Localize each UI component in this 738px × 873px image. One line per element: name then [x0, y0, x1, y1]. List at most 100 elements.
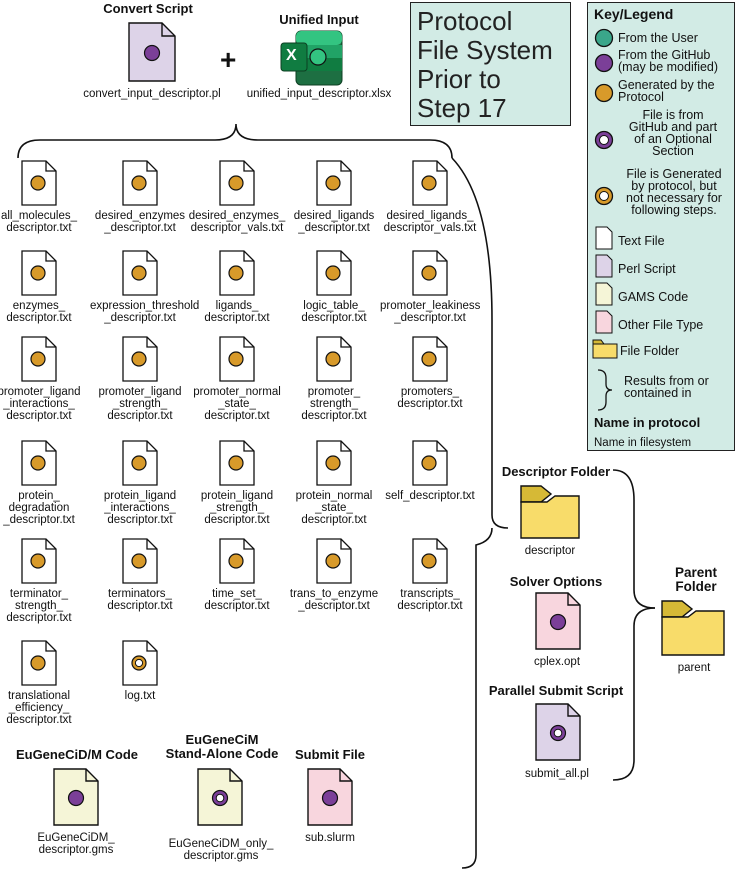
text-file-icon — [412, 160, 448, 206]
descriptor-file[interactable] — [122, 440, 158, 491]
descriptor-file[interactable] — [316, 336, 352, 387]
descriptor-filename: ligands_ descriptor.txt — [204, 300, 270, 324]
descriptor-filename: protein_ligand _interactions_ descriptor… — [103, 490, 177, 526]
descriptor-file[interactable] — [122, 250, 158, 301]
text-file-icon — [412, 538, 448, 584]
descriptor-file[interactable] — [122, 538, 158, 589]
descriptor-file[interactable] — [21, 160, 57, 211]
other-file-icon — [595, 310, 613, 334]
purple-ring-icon — [594, 130, 614, 150]
eugenecim-file[interactable] — [197, 768, 243, 831]
text-file-icon — [122, 336, 158, 382]
submit-file[interactable] — [307, 768, 353, 831]
parallel-submit-file[interactable] — [535, 703, 581, 766]
gams-file-icon — [53, 768, 99, 826]
descriptor-file[interactable] — [412, 440, 448, 491]
gams-code-icon — [595, 282, 613, 306]
unified-input-filename: unified_input_descriptor.xlsx — [246, 88, 392, 100]
other-file-icon — [535, 592, 581, 650]
descriptor-file[interactable] — [122, 160, 158, 211]
descriptor-filename: promoter_ strength_ descriptor.txt — [301, 386, 367, 422]
descriptor-file[interactable] — [316, 538, 352, 589]
parent-folder-header: Parent Folder — [674, 565, 718, 594]
eugenecid-header: EuGeneCiD/M Code — [15, 747, 139, 762]
legend-text-file: Text File — [618, 234, 665, 248]
descriptor-filename: trans_to_enzyme _descriptor.txt — [289, 588, 379, 612]
descriptor-filename: terminator_ strength_ descriptor.txt — [6, 588, 72, 624]
descriptor-file[interactable] — [412, 250, 448, 301]
parent-folder[interactable] — [660, 597, 726, 662]
descriptor-file[interactable] — [219, 250, 255, 301]
text-file-icon — [219, 440, 255, 486]
solver-options-file[interactable] — [535, 592, 581, 655]
legend-file-folder: File Folder — [620, 344, 680, 358]
text-file-icon — [219, 250, 255, 296]
convert-script-file[interactable] — [128, 22, 176, 87]
text-file-icon — [219, 538, 255, 584]
descriptor-file[interactable] — [21, 538, 57, 589]
text-file-icon — [21, 640, 57, 686]
descriptor-file[interactable] — [21, 440, 57, 491]
unified-input-header: Unified Input — [279, 12, 359, 27]
orange-dot-icon — [594, 83, 614, 103]
descriptor-filename: promoters_ descriptor.txt — [397, 386, 463, 410]
legend-results: Results from or contained in — [624, 374, 709, 400]
text-file-icon — [122, 640, 158, 686]
legend-title: Key/Legend — [594, 6, 674, 22]
descriptor-filename: protein_normal _state_ descriptor.txt — [295, 490, 373, 526]
descriptor-file[interactable] — [122, 336, 158, 387]
text-file-icon — [316, 538, 352, 584]
descriptor-filename: promoter_ligand _interactions_ descripto… — [0, 386, 81, 422]
descriptor-file[interactable] — [219, 538, 255, 589]
text-file-icon — [316, 250, 352, 296]
descriptor-file[interactable] — [316, 250, 352, 301]
text-file-icon — [219, 160, 255, 206]
perl-script-icon — [595, 254, 613, 278]
descriptor-file[interactable] — [21, 640, 57, 691]
text-file-icon — [122, 440, 158, 486]
eugenecid-filename: EuGeneCiDM_ descriptor.gms — [37, 832, 115, 856]
text-file-icon — [219, 336, 255, 382]
excel-icon[interactable] — [280, 30, 344, 91]
descriptor-filename: terminators_ descriptor.txt — [107, 588, 173, 612]
text-file-icon — [412, 336, 448, 382]
descriptor-filename: protein_ degradation _descriptor.txt — [3, 490, 75, 526]
descriptor-file[interactable] — [412, 538, 448, 589]
text-file-icon — [412, 440, 448, 486]
gams-file-icon — [197, 768, 243, 826]
descriptor-filename: protein_ligand _strength_ descriptor.txt — [200, 490, 274, 526]
descriptor-file[interactable] — [21, 336, 57, 387]
other-file-icon — [307, 768, 353, 826]
descriptor-filename: logic_table_ descriptor.txt — [301, 300, 367, 324]
legend-panel: Key/Legend From the User From the GitHub… — [587, 2, 735, 451]
descriptor-file[interactable] — [219, 336, 255, 387]
legend-optional-generated: File is Generated by protocol, but not n… — [626, 167, 722, 217]
descriptor-filename: self_descriptor.txt — [385, 490, 475, 502]
log-file[interactable] — [122, 640, 158, 691]
text-file-icon — [122, 538, 158, 584]
legend-optional-github: File is from GitHub and part of an Optio… — [628, 108, 718, 158]
descriptor-filename: desired_enzymes_ descriptor_vals.txt — [188, 210, 286, 234]
descriptor-file[interactable] — [21, 250, 57, 301]
descriptor-filename: desired_ligands _descriptor.txt — [293, 210, 375, 234]
descriptor-filename: enzymes_ descriptor.txt — [6, 300, 72, 324]
descriptor-filename: transcripts_ descriptor.txt — [397, 588, 463, 612]
descriptor-file[interactable] — [316, 160, 352, 211]
folder-icon — [520, 485, 580, 539]
parent-folder-name: parent — [677, 662, 711, 674]
legend-name-filesystem: Name in filesystem — [594, 437, 692, 449]
eugenecid-file[interactable] — [53, 768, 99, 831]
descriptor-file[interactable] — [219, 160, 255, 211]
folder-icon — [592, 339, 618, 359]
descriptor-filename: desired_ligands_ descriptor_vals.txt — [383, 210, 477, 234]
solver-options-filename: cplex.opt — [533, 656, 581, 668]
submit-filename: sub.slurm — [305, 832, 355, 844]
plus-sign: + — [220, 44, 237, 75]
descriptor-file[interactable] — [412, 336, 448, 387]
descriptor-file[interactable] — [316, 440, 352, 491]
descriptor-file[interactable] — [219, 440, 255, 491]
descriptor-folder[interactable] — [519, 482, 581, 545]
eugenecim-filename: EuGeneCiDM_only_ descriptor.gms — [168, 838, 274, 862]
descriptor-filename: desired_enzymes _descriptor.txt — [94, 210, 186, 234]
descriptor-file[interactable] — [412, 160, 448, 211]
